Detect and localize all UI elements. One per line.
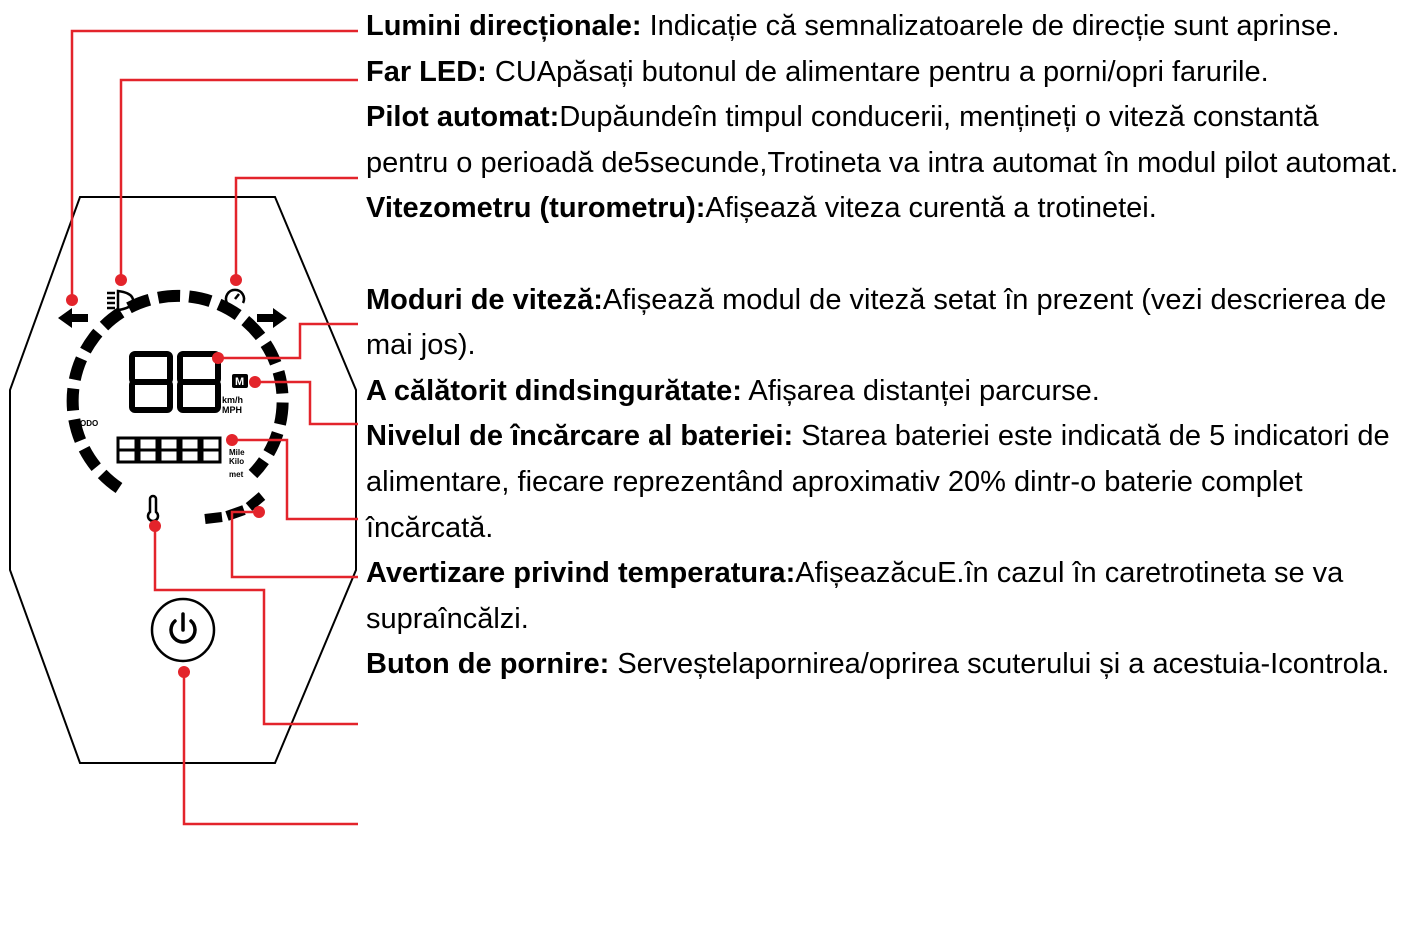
item-text: Afișează modul de viteză setat în prezen…	[366, 283, 1387, 362]
callout-speed-mode	[255, 380, 358, 426]
callout-battery	[230, 510, 358, 579]
callout-temperature	[153, 526, 358, 726]
item-text: Afișarea distanței parcurse.	[741, 374, 1100, 407]
speed-unit-mph: MPH	[222, 405, 242, 415]
battery-level-bars	[204, 492, 266, 524]
item-text: AfișeazăcuE.în cazul în caretrotineta se…	[366, 557, 1344, 635]
item-speedometer: Vitezometru (turometru):Afișează viteza …	[366, 186, 1406, 232]
odo-label: ODO	[80, 419, 98, 428]
callout-cruise	[234, 176, 358, 280]
callout-speedometer	[218, 322, 358, 360]
item-term: Pilot automat:	[366, 101, 560, 134]
item-term: Lumini direcționale:	[366, 10, 642, 42]
power-button[interactable]	[150, 597, 216, 663]
item-term: Nivelul de încărcare al bateriei:	[366, 420, 794, 453]
item-term: Avertizare privind temperatura:	[366, 557, 796, 590]
cruise-control-icon	[224, 288, 246, 304]
odo-digits	[116, 436, 222, 464]
item-text: CUApăsați butonul de alimentare pentru a…	[486, 55, 1269, 88]
speed-digits	[129, 351, 221, 413]
item-term: Far LED:	[366, 55, 487, 88]
callout-dots	[66, 274, 265, 678]
item-term: Vitezometru (turometru):	[366, 192, 706, 225]
mode-badge-label: M	[235, 376, 244, 388]
item-text: Dupăundeîn timpul conducerii, mențineți …	[366, 101, 1399, 179]
item-turn-signals: Lumini direcționale: Indicație că semnal…	[366, 4, 1406, 50]
item-text: Afișează viteza curentă a trotinetei.	[705, 192, 1157, 225]
description-list: Lumini direcționale: Indicație că semnal…	[366, 4, 1406, 688]
item-term: A călătorit dindsingurătate:	[366, 374, 742, 407]
callout-headlight	[119, 78, 358, 280]
item-text: Starea bateriei este indicată de 5 indic…	[366, 420, 1390, 544]
callout-turn-signals	[70, 29, 358, 300]
item-distance: A călătorit dindsingurătate: Afișarea di…	[366, 369, 1406, 415]
spacer	[366, 232, 1406, 278]
item-battery: Nivelul de încărcare al bateriei: Starea…	[366, 414, 1406, 551]
headlight-icon	[107, 289, 135, 312]
item-speed-modes: Moduri de viteză:Afișează modul de vitez…	[366, 278, 1406, 369]
callout-power	[182, 672, 358, 826]
callout-lines	[70, 29, 358, 826]
item-temperature: Avertizare privind temperatura:Afișeazăc…	[366, 551, 1406, 642]
display-housing	[9, 196, 357, 764]
item-text: Serveștelapornirea/oprirea scuterului și…	[609, 648, 1390, 681]
speed-unit-kmh: km/h	[222, 395, 243, 405]
distance-unit-mile: Mile	[229, 448, 245, 457]
item-term: Buton de pornire:	[366, 648, 610, 681]
item-power-button: Buton de pornire: Serveștelapornirea/opr…	[366, 642, 1406, 688]
thermometer-icon	[146, 494, 160, 523]
callout-odometer	[232, 438, 358, 521]
right-arrow-icon	[257, 308, 287, 328]
speed-ring	[66, 289, 289, 493]
power-icon	[169, 612, 197, 644]
left-arrow-icon	[58, 308, 88, 328]
distance-unit-kilo: Kilo	[229, 457, 244, 466]
item-text: Indicație că semnalizatoarele de direcți…	[641, 10, 1340, 42]
item-cruise-control: Pilot automat:Dupăundeîn timpul conducer…	[366, 95, 1406, 186]
mode-badge	[232, 374, 248, 388]
item-term: Moduri de viteză:	[366, 283, 603, 316]
distance-unit-met: met	[229, 470, 244, 479]
item-headlight: Far LED: CUApăsați butonul de alimentare…	[366, 50, 1406, 96]
